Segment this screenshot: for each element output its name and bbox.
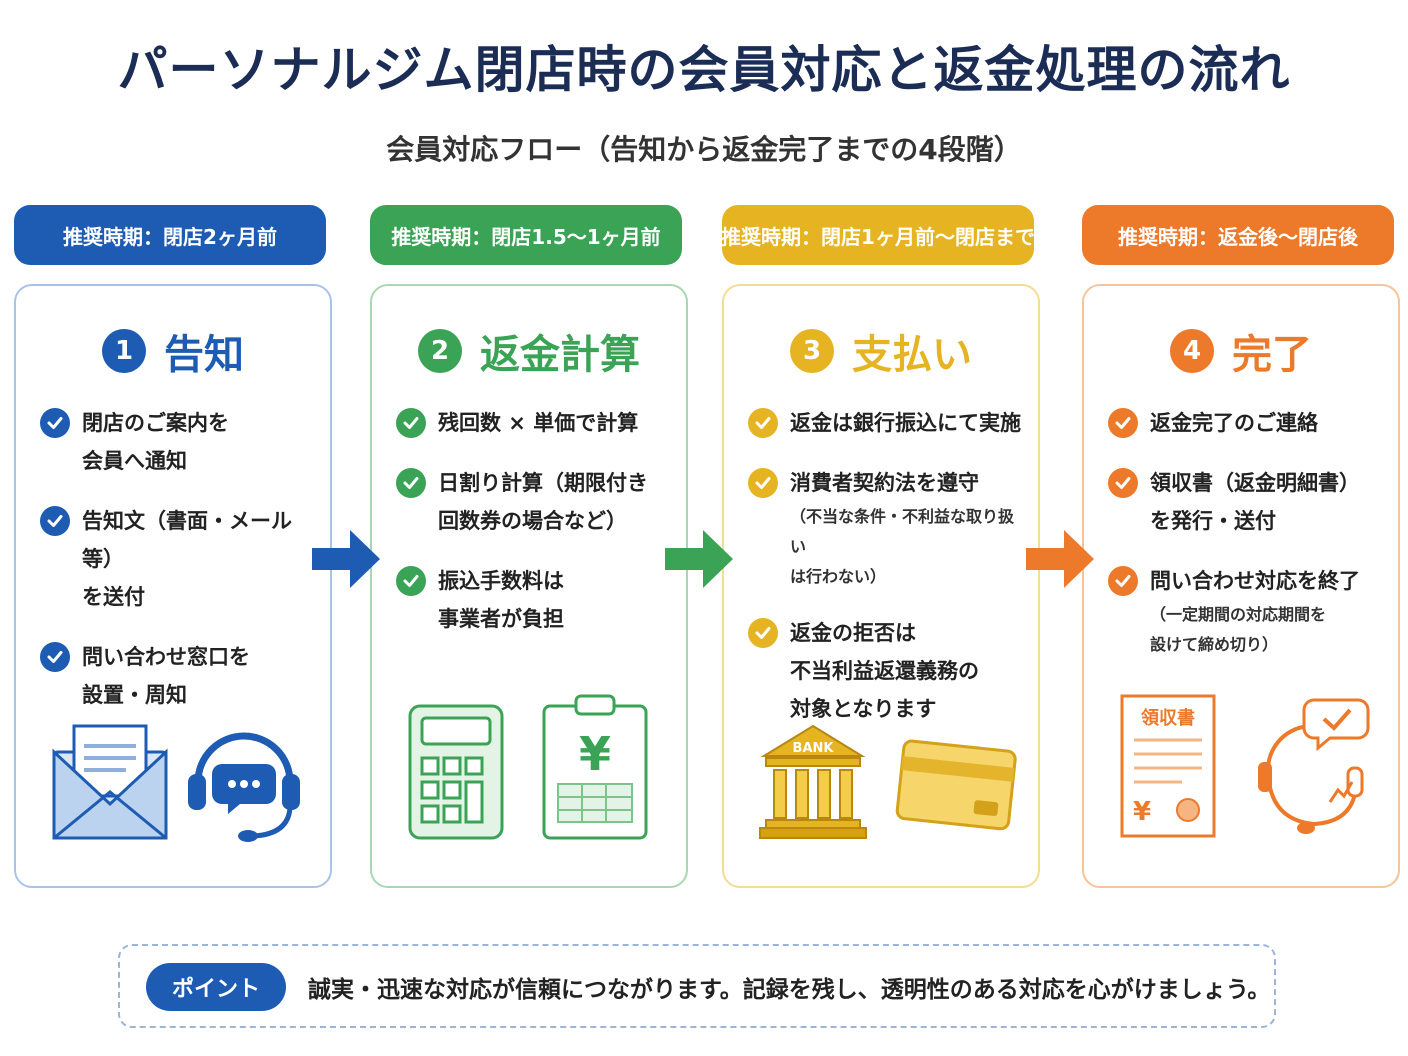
list-item: 閉店のご案内を会員へ通知 <box>40 404 318 480</box>
step-illustrations: 領収書 ¥ <box>1084 694 1398 846</box>
period-pill-1: 推奨時期：閉店2ヶ月前 <box>14 205 326 265</box>
step-number-badge: 2 <box>418 329 462 373</box>
step-card-3: 3 支払い 返金は銀行振込にて実施 消費者契約法を遵守（不当な条件・不利益な取り… <box>722 284 1040 888</box>
step-header: 2 返金計算 <box>372 322 686 380</box>
check-icon <box>1108 468 1138 498</box>
point-text: 誠実・迅速な対応が信頼につながります。記録を残し、透明性のある対応を心がけましょ… <box>308 977 1271 1003</box>
arrow-right-icon <box>1026 530 1094 588</box>
list-item-text: 消費者契約法を遵守（不当な条件・不利益な取り扱いは行わない） <box>790 471 1015 586</box>
step-card-1: 1 告知 閉店のご案内を会員へ通知 告知文（書面・メール等）を送付 問い合わせ窓… <box>14 284 332 888</box>
step-header: 1 告知 <box>16 322 330 380</box>
clipboard-yen-label: ¥ <box>579 727 611 781</box>
list-item: 日割り計算（期限付き回数券の場合など） <box>396 464 674 540</box>
list-item: 領収書（返金明細書）を発行・送付 <box>1108 464 1386 540</box>
list-item: 残回数 × 単価で計算 <box>396 404 674 442</box>
headset-chat-icon <box>184 712 304 846</box>
arrow-right-icon <box>312 530 380 588</box>
step-number-badge: 3 <box>790 329 834 373</box>
step-header: 3 支払い <box>724 322 1038 380</box>
step-number-badge: 4 <box>1170 329 1214 373</box>
check-icon <box>40 506 70 536</box>
calculator-icon <box>406 702 506 846</box>
period-pill-2: 推奨時期：閉店1.5〜1ヶ月前 <box>370 205 682 265</box>
page-title: パーソナルジム閉店時の会員対応と返金処理の流れ <box>117 41 1291 99</box>
step-title: 完了 <box>1232 332 1312 378</box>
page-subtitle: 会員対応フロー（告知から返金完了までの4段階） <box>386 133 1022 166</box>
step-number-badge: 1 <box>102 329 146 373</box>
list-item-text: 閉店のご案内を会員へ通知 <box>82 411 229 473</box>
step-items: 返金完了のご連絡 領収書（返金明細書）を発行・送付 問い合わせ対応を終了（一定期… <box>1108 404 1386 682</box>
step-illustrations: ¥ <box>372 694 686 846</box>
credit-card-icon <box>892 732 1022 846</box>
list-item: 問い合わせ窓口を設置・周知 <box>40 638 318 714</box>
bank-label: BANK <box>793 741 835 756</box>
list-item-text: 振込手数料は事業者が負担 <box>438 569 564 631</box>
list-item: 返金は銀行振込にて実施 <box>748 404 1026 442</box>
step-items: 残回数 × 単価で計算 日割り計算（期限付き回数券の場合など） 振込手数料は事業… <box>396 404 674 660</box>
check-icon <box>396 408 426 438</box>
check-icon <box>1108 408 1138 438</box>
list-item: 返金完了のご連絡 <box>1108 404 1386 442</box>
list-item: 返金の拒否は不当利益返還義務の対象となります <box>748 614 1026 728</box>
list-item-text: 返金は銀行振込にて実施 <box>790 411 1021 435</box>
list-item: 問い合わせ対応を終了（一定期間の対応期間を設けて締め切り） <box>1108 562 1386 660</box>
step-items: 閉店のご案内を会員へ通知 告知文（書面・メール等）を送付 問い合わせ窓口を設置・… <box>40 404 318 736</box>
point-badge: ポイント <box>146 963 286 1011</box>
step-items: 返金は銀行振込にて実施 消費者契約法を遵守（不当な条件・不利益な取り扱いは行わな… <box>748 404 1026 750</box>
step-title: 告知 <box>164 332 244 378</box>
receipt-icon: 領収書 ¥ <box>1118 692 1218 846</box>
list-item-text: 問い合わせ対応を終了（一定期間の対応期間を設けて締め切り） <box>1150 569 1360 654</box>
step-illustrations: BANK <box>724 696 1038 846</box>
check-icon <box>748 618 778 648</box>
receipt-yen-label: ¥ <box>1133 797 1151 827</box>
period-pill-3: 推奨時期：閉店1ヶ月前〜閉店まで <box>721 205 1035 265</box>
list-item-text: 残回数 × 単価で計算 <box>438 411 639 435</box>
step-card-4: 4 完了 返金完了のご連絡 領収書（返金明細書）を発行・送付 問い合わせ対応を終… <box>1082 284 1400 888</box>
point-box: ポイント 誠実・迅速な対応が信頼につながります。記録を残し、透明性のある対応を心… <box>118 944 1276 1028</box>
list-item: 振込手数料は事業者が負担 <box>396 562 674 638</box>
check-icon <box>40 642 70 672</box>
check-icon <box>396 566 426 596</box>
yen-clipboard-icon: ¥ <box>540 692 650 846</box>
check-icon <box>40 408 70 438</box>
step-title: 支払い <box>852 332 972 378</box>
step-illustrations <box>16 696 330 846</box>
bank-icon: BANK <box>758 722 868 846</box>
envelope-icon <box>50 712 170 846</box>
list-item-text: 告知文（書面・メール等）を送付 <box>82 509 292 609</box>
step-title: 返金計算 <box>480 332 640 378</box>
list-item-text: 領収書（返金明細書）を発行・送付 <box>1150 471 1360 533</box>
check-icon <box>1108 566 1138 596</box>
period-pill-4: 推奨時期：返金後〜閉店後 <box>1082 205 1394 265</box>
list-item: 告知文（書面・メール等）を送付 <box>40 502 318 616</box>
list-item: 消費者契約法を遵守（不当な条件・不利益な取り扱いは行わない） <box>748 464 1026 592</box>
check-icon <box>396 468 426 498</box>
headset-check-icon <box>1252 692 1372 846</box>
receipt-label: 領収書 <box>1141 707 1195 729</box>
check-icon <box>748 408 778 438</box>
list-item-text: 返金完了のご連絡 <box>1150 411 1318 435</box>
list-item-text: 問い合わせ窓口を設置・周知 <box>82 645 250 707</box>
list-item-text: 日割り計算（期限付き回数券の場合など） <box>438 471 648 533</box>
check-icon <box>748 468 778 498</box>
step-card-2: 2 返金計算 残回数 × 単価で計算 日割り計算（期限付き回数券の場合など） 振… <box>370 284 688 888</box>
step-header: 4 完了 <box>1084 322 1398 380</box>
arrow-right-icon <box>665 530 733 588</box>
list-item-text: 返金の拒否は不当利益返還義務の対象となります <box>790 621 979 721</box>
